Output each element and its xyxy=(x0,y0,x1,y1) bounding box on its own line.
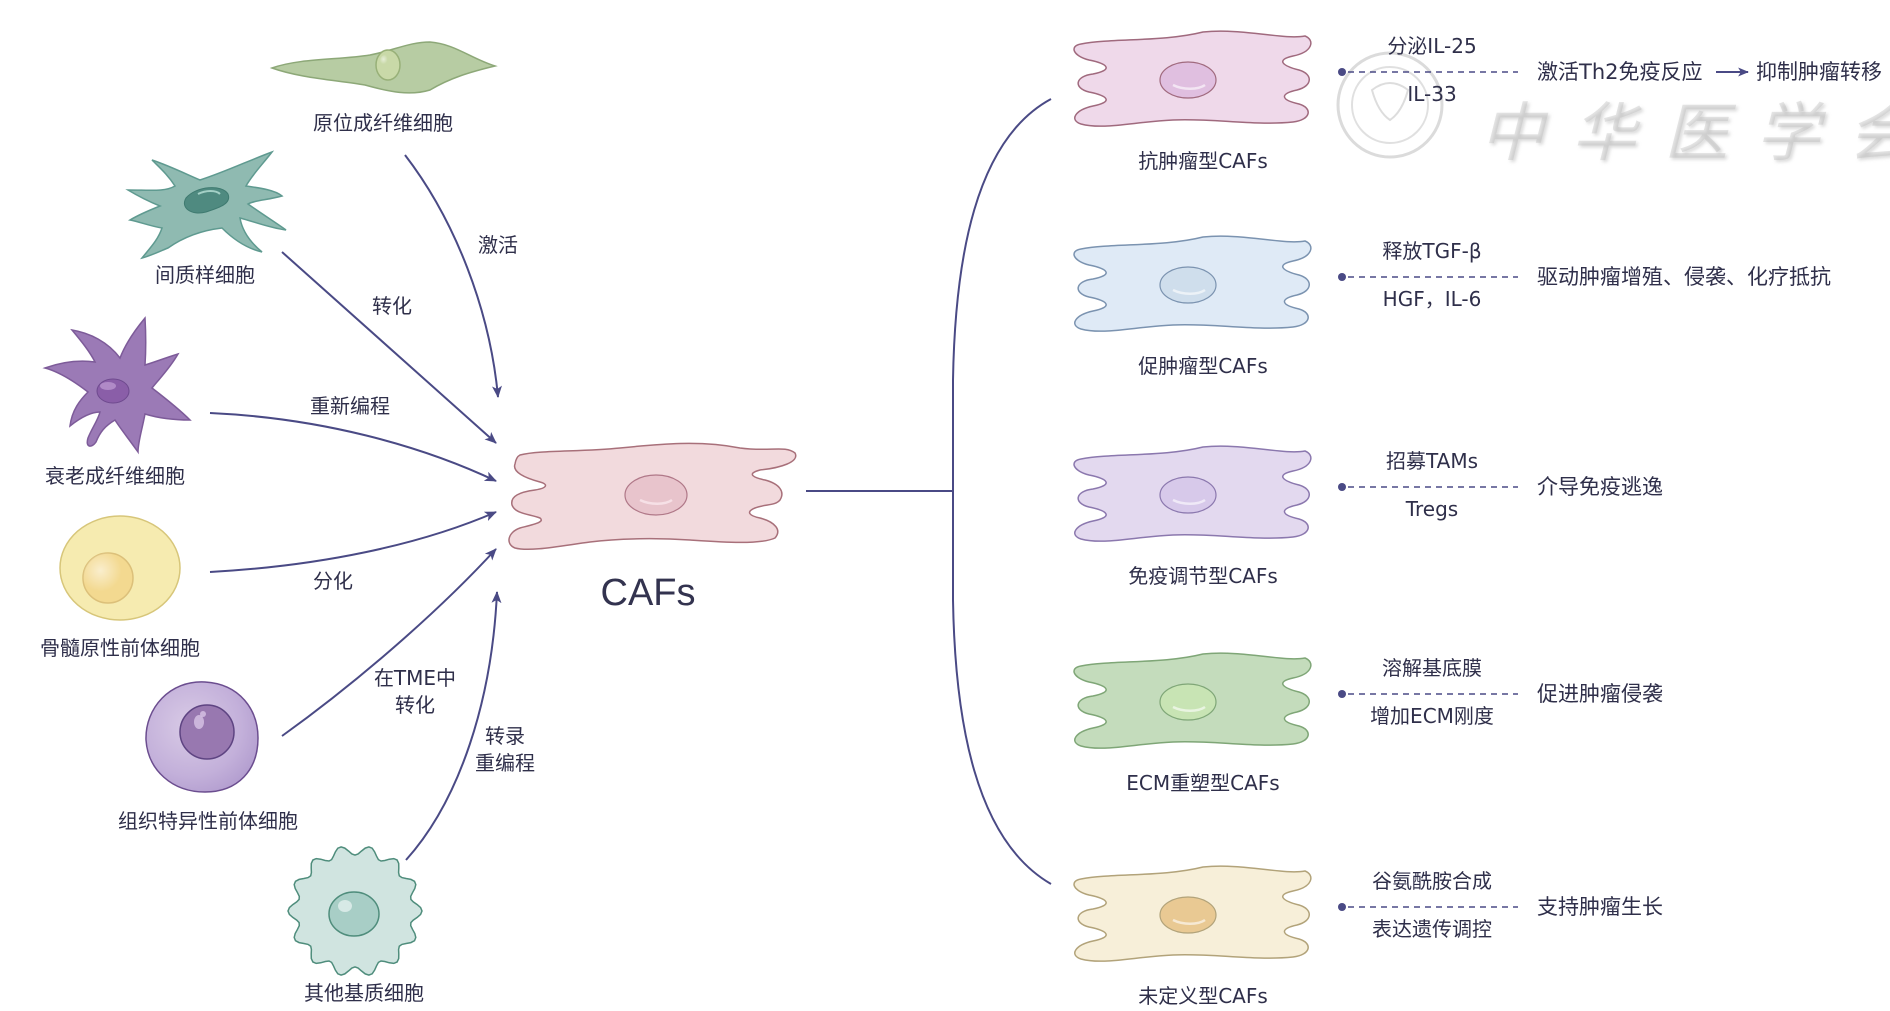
outcome-pro-tumor: 驱动肿瘤增殖、侵袭、化疗抵抗 xyxy=(1537,265,1831,289)
source-label-bone-marrow-progenitor: 骨髓原性前体细胞 xyxy=(40,636,200,660)
immunomodulatory-cafs-cell xyxy=(1073,445,1312,542)
mechanism-top-anti-tumor: 分泌IL-25 xyxy=(1387,34,1476,58)
mechanism-bottom-immunomodulatory: Tregs xyxy=(1405,497,1458,521)
source-label-senescent-fibroblast: 衰老成纤维细胞 xyxy=(45,464,185,488)
cafs-title: CAFs xyxy=(601,572,696,614)
arrow-label-transcription-line2: 重编程 xyxy=(475,751,535,775)
central-cafs-cell xyxy=(508,442,797,551)
mechanism-top-ecm-remodeling: 溶解基底膜 xyxy=(1382,656,1482,680)
arrow-label-transcription-line1: 转录 xyxy=(485,724,525,748)
outcome-ecm-remodeling: 促进肿瘤侵袭 xyxy=(1537,682,1663,706)
watermark-seal-icon xyxy=(1336,51,1444,159)
outcome-secondary-anti-tumor: 抑制肿瘤转移 xyxy=(1756,60,1882,84)
arrow-label-transformation: 转化 xyxy=(372,294,412,318)
source-label-resident-fibroblast: 原位成纤维细胞 xyxy=(313,111,453,135)
source-label-tissue-specific-progenitor: 组织特异性前体细胞 xyxy=(118,809,298,833)
tissue-specific-progenitor-cell xyxy=(145,681,259,793)
mechanism-top-pro-tumor: 释放TGF-β xyxy=(1382,239,1481,263)
source-label-mesenchymal-like-cell: 间质样细胞 xyxy=(155,263,255,287)
arrow-label-differentiation: 分化 xyxy=(313,569,353,593)
bone-marrow-progenitor-cell xyxy=(59,515,181,621)
arrow-reprogramming xyxy=(209,412,497,482)
mesenchymal-like-cell xyxy=(125,150,287,260)
mechanism-bottom-undefined: 表达遗传调控 xyxy=(1372,917,1492,941)
watermark-text: 中华医学会 xyxy=(1480,97,1890,171)
mechanism-bottom-ecm-remodeling: 增加ECM刚度 xyxy=(1370,704,1494,728)
resident-fibroblast-cell xyxy=(269,41,498,94)
connector-dot xyxy=(1338,273,1346,281)
outcome-anti-tumor: 激活Th2免疫反应 xyxy=(1537,60,1703,84)
outcome-immunomodulatory: 介导免疫逃逸 xyxy=(1537,475,1663,499)
arrow-differentiation xyxy=(209,511,497,573)
arrow-label-tme-line1: 在TME中 xyxy=(374,666,456,690)
subtype-label-ecm-remodeling: ECM重塑型CAFs xyxy=(1126,771,1279,795)
connector-dot xyxy=(1338,483,1346,491)
arrow-tme-transformation xyxy=(281,548,497,737)
other-stromal-cell xyxy=(287,846,423,976)
mechanism-bottom-pro-tumor: HGF，IL-6 xyxy=(1383,287,1482,311)
connector-dot xyxy=(1338,903,1346,911)
subtype-label-pro-tumor: 促肿瘤型CAFs xyxy=(1138,354,1268,378)
subtype-label-immunomodulatory: 免疫调节型CAFs xyxy=(1128,564,1278,588)
mechanism-bottom-anti-tumor: IL-33 xyxy=(1407,82,1456,106)
arrow-label-reprogramming: 重新编程 xyxy=(310,394,390,418)
mechanism-top-immunomodulatory: 招募TAMs xyxy=(1386,449,1478,473)
outcome-undefined: 支持肿瘤生长 xyxy=(1537,895,1663,919)
source-label-other-stromal-cell: 其他基质细胞 xyxy=(304,981,424,1005)
subtype-bracket xyxy=(952,98,1052,885)
arrow-transformation xyxy=(281,251,497,444)
anti-tumor-cafs-cell xyxy=(1073,30,1312,127)
mechanism-top-undefined: 谷氨酰胺合成 xyxy=(1372,869,1492,893)
arrow-transcriptional-reprogramming xyxy=(405,591,502,861)
connector-dot xyxy=(1338,68,1346,76)
ecm-remodeling-cafs-cell xyxy=(1073,652,1312,749)
arrow-label-tme-line2: 转化 xyxy=(395,693,435,717)
subtype-label-undefined: 未定义型CAFs xyxy=(1138,984,1268,1008)
subtype-label-anti-tumor: 抗肿瘤型CAFs xyxy=(1138,149,1268,173)
senescent-fibroblast-cell xyxy=(42,316,192,455)
connector-dot xyxy=(1338,690,1346,698)
arrow-label-activation: 激活 xyxy=(478,233,518,257)
arrow-activation xyxy=(404,154,502,398)
pro-tumor-cafs-cell xyxy=(1073,235,1312,332)
undefined-cafs-cell xyxy=(1073,865,1312,962)
